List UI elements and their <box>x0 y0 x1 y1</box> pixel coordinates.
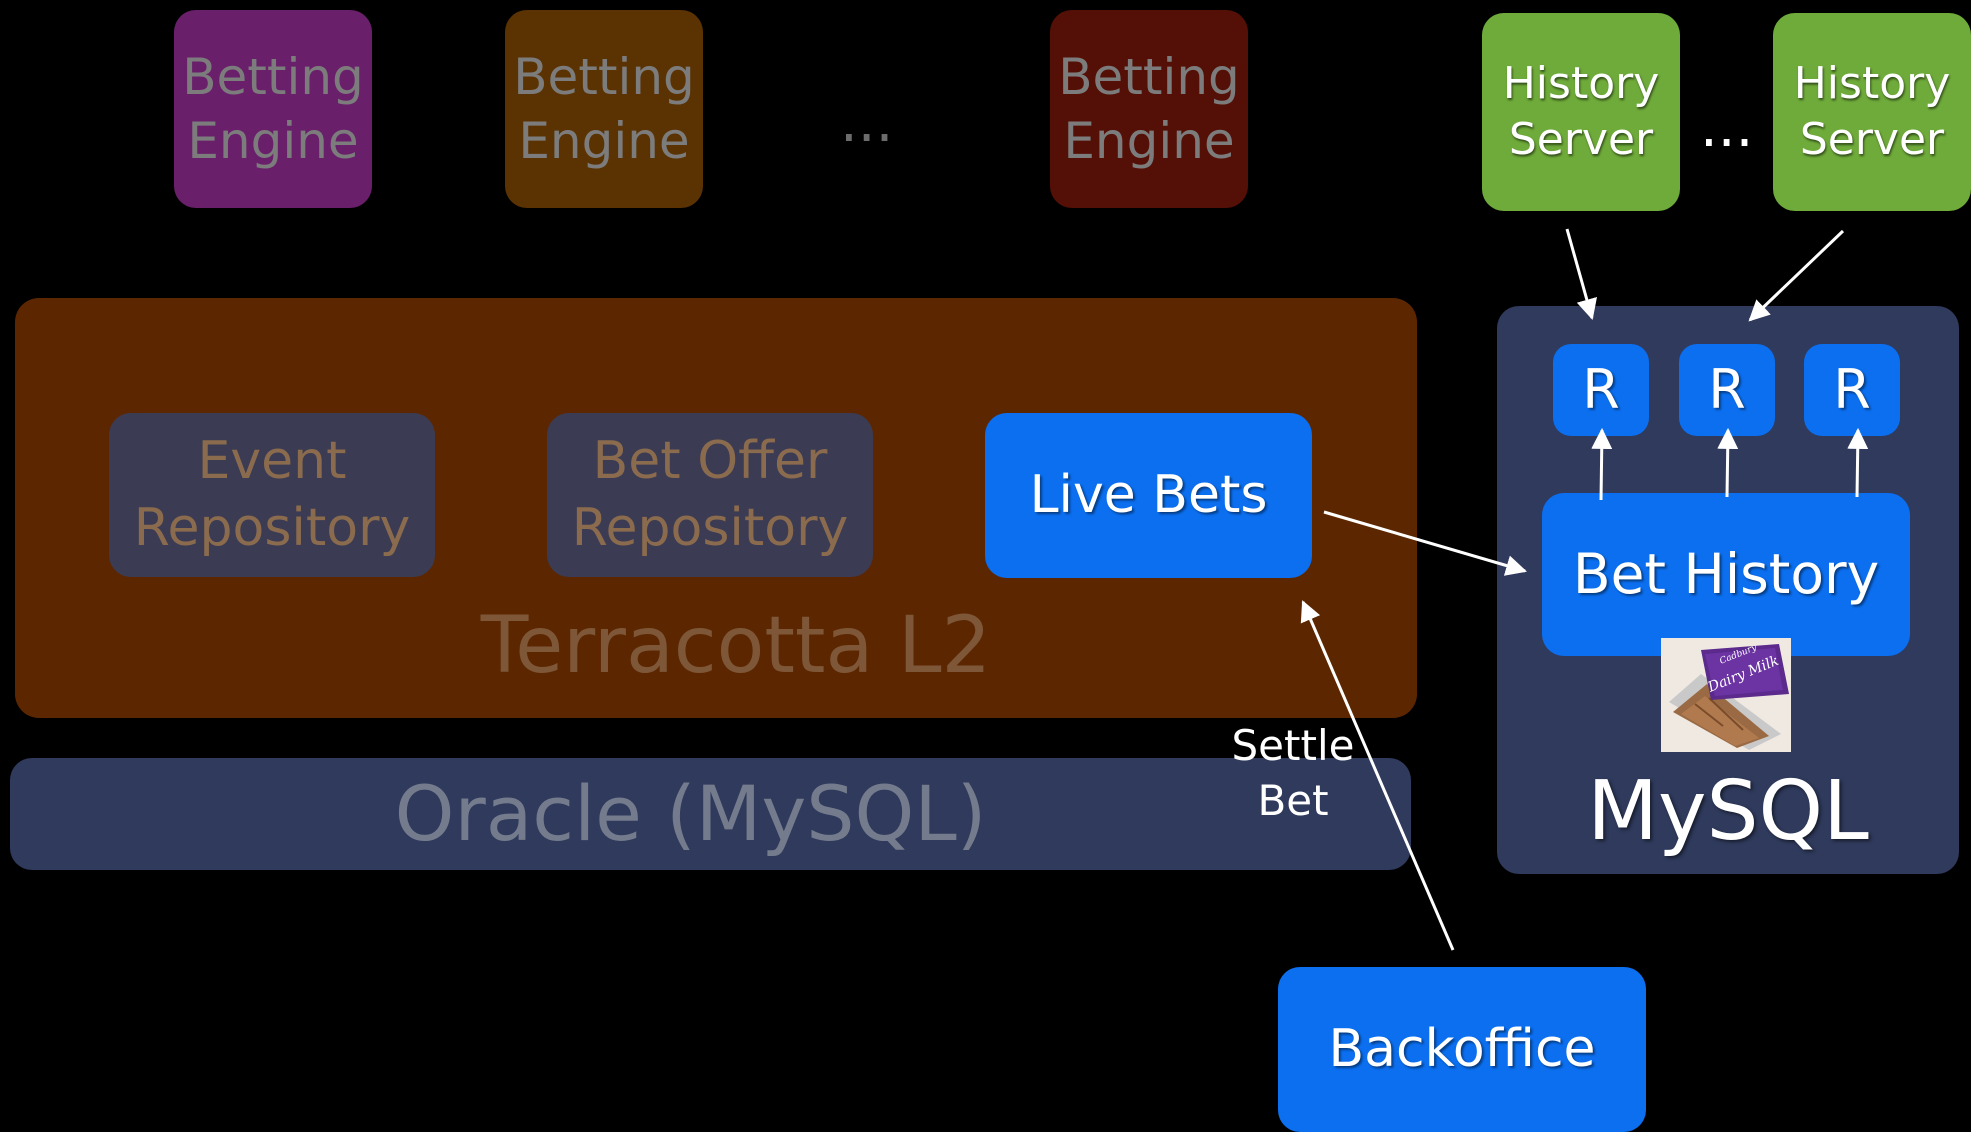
backoffice: Backoffice <box>1278 967 1646 1132</box>
replica-3: R <box>1804 344 1900 436</box>
arrow-history1-to-replica <box>1565 228 1597 321</box>
mysql-label: MySQL <box>1587 764 1869 859</box>
bet-history: Bet History <box>1542 493 1910 656</box>
history-server-2-label: History Server <box>1793 57 1951 165</box>
arrow-bethistory-to-replica-2 <box>1717 427 1739 498</box>
history-server-1-label: History Server <box>1502 57 1660 165</box>
chocolate-bar-image: Dairy Milk Cadbury <box>1661 638 1791 752</box>
betting-engine-3-label: Betting Engine <box>1058 48 1240 170</box>
arrow-history2-to-replica <box>1748 229 1845 322</box>
chocolate-bar-icon: Dairy Milk Cadbury <box>1661 638 1791 752</box>
history-server-1: History Server <box>1482 13 1680 211</box>
arrow-backoffice-to-livebets <box>1300 600 1455 951</box>
settle-bet-label: Settle Bet <box>1231 721 1355 826</box>
arrow-livebets-to-bethistory <box>1323 510 1528 576</box>
arrow-bethistory-to-replica-3 <box>1847 427 1869 498</box>
replica-2: R <box>1679 344 1775 436</box>
oracle-mysql-layer: Oracle (MySQL) <box>10 758 1411 870</box>
backoffice-label: Backoffice <box>1328 1019 1596 1080</box>
betting-engine-3: Betting Engine <box>1050 10 1248 208</box>
bet-offer-repository: Bet Offer Repository <box>547 413 873 577</box>
betting-engine-1-label: Betting Engine <box>182 48 364 170</box>
betting-engine-1: Betting Engine <box>174 10 372 208</box>
bet-history-label: Bet History <box>1572 542 1880 607</box>
arrow-bethistory-to-replica-1 <box>1591 427 1613 501</box>
betting-engine-2-label: Betting Engine <box>513 48 695 170</box>
terracotta-l2-label: Terracotta L2 <box>480 601 992 691</box>
live-bets: Live Bets <box>985 413 1312 578</box>
bet-offer-repository-label: Bet Offer Repository <box>571 431 849 558</box>
replica-3-label: R <box>1833 358 1871 422</box>
betting-engine-2: Betting Engine <box>505 10 703 208</box>
engines-ellipsis: ... <box>840 90 894 155</box>
event-repository: Event Repository <box>109 413 435 577</box>
replica-2-label: R <box>1708 358 1746 422</box>
history-ellipsis: ... <box>1700 95 1754 160</box>
live-bets-label: Live Bets <box>1029 465 1268 526</box>
history-server-2: History Server <box>1773 13 1971 211</box>
oracle-mysql-label: Oracle (MySQL) <box>394 769 987 859</box>
replica-1: R <box>1553 344 1649 436</box>
event-repository-label: Event Repository <box>133 431 411 558</box>
replica-1-label: R <box>1582 358 1620 422</box>
